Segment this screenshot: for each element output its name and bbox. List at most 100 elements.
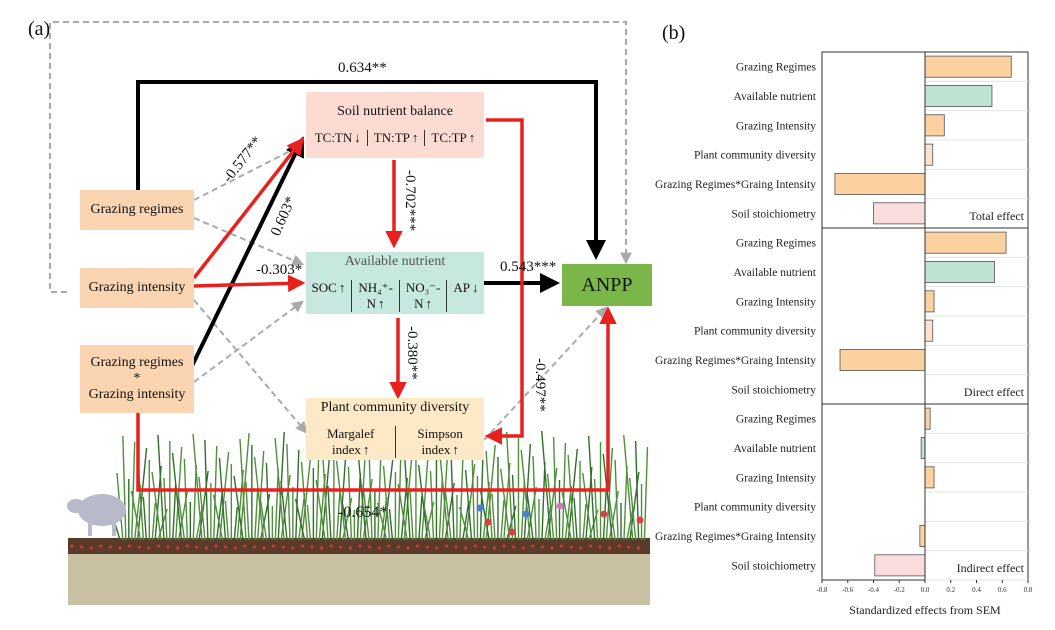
- effect-bar: [924, 290, 935, 313]
- coef-avail-anpp: 0.543***: [500, 259, 557, 275]
- category-label: Available nutrient: [734, 91, 817, 103]
- arrow-up-icon: ↑: [425, 296, 433, 311]
- category-label: Plant community diversity: [694, 326, 816, 338]
- interaction-line-3: Grazing intensity: [88, 387, 186, 403]
- soil-nutrient-balance-box: Soil nutrient balance TC:TN↓TN:TP↑TC:TP↑: [306, 92, 484, 158]
- effect-bar: [839, 349, 926, 371]
- effect-bar: [924, 85, 993, 107]
- category-label: Grazing Intensity: [736, 472, 816, 484]
- indicator-label: SOC: [311, 280, 337, 295]
- category-label: Available nutrient: [734, 267, 817, 279]
- x-tick-label: -0.6: [842, 586, 854, 594]
- indicator-soil_balance-1: TN:TP↑: [368, 130, 426, 146]
- panel-b-label: (b): [662, 22, 686, 44]
- effect-bar: [919, 525, 926, 547]
- indicator-label: AP: [453, 280, 470, 295]
- effect-bar: [924, 319, 934, 342]
- indicator-label: Margalef index: [326, 426, 375, 457]
- category-label: Grazing Intensity: [736, 296, 816, 308]
- category-label: Soil stoichiometry: [731, 384, 816, 396]
- indicator-plant-1: Simpson index↑: [396, 426, 484, 458]
- interaction-box: Grazing regimes * Grazing intensity: [80, 345, 194, 413]
- soil-balance-title: Soil nutrient balance: [337, 104, 453, 119]
- grazing-intensity-box: Grazing intensity: [80, 268, 194, 308]
- effect-bar: [924, 466, 935, 489]
- grazing-regimes-box: Grazing regimes: [80, 190, 194, 230]
- category-label: Available nutrient: [734, 443, 817, 455]
- positive-paths: [136, 80, 606, 371]
- category-label: Plant community diversity: [694, 502, 816, 514]
- sheep-icon: [67, 494, 126, 536]
- arrow-down-icon: ↓: [354, 130, 361, 145]
- available-nutrient-items: SOC↑NH₄⁺-N↑NO₃⁻-N↑AP↓: [306, 280, 484, 312]
- arrow-down-icon: ↓: [471, 280, 479, 295]
- indicator-available-3: AP↓: [447, 280, 484, 312]
- indicator-plant-0: Margalef index↑: [306, 426, 397, 458]
- grazing-intensity-label: Grazing intensity: [88, 280, 186, 295]
- interaction-line-1: Grazing regimes: [90, 354, 184, 370]
- coef-int-anpp: -0.654*: [338, 504, 388, 521]
- category-label: Soil stoichiometry: [731, 208, 816, 220]
- indicator-soil_balance-0: TC:TN↓: [309, 130, 368, 146]
- x-tick-label: 0.2: [946, 586, 955, 594]
- interaction-line-2: *: [133, 370, 141, 386]
- category-label: Soil stoichiometry: [731, 560, 816, 572]
- effect-bar: [924, 261, 995, 283]
- arrow-up-icon: ↑: [468, 130, 476, 145]
- plant-diversity-items: Margalef index↑Simpson index↑: [306, 426, 484, 458]
- coef-avail-plant: -0.380**: [404, 326, 420, 380]
- arrow-up-icon: ↑: [452, 442, 459, 457]
- soil-balance-items: TC:TN↓TN:TP↑TC:TP↑: [306, 130, 484, 146]
- category-label: Grazing Regimes: [736, 238, 817, 250]
- category-label: Plant community diversity: [694, 150, 816, 162]
- category-label: Grazing Regimes*Graing Intensity: [655, 355, 816, 367]
- arrow-up-icon: ↑: [338, 280, 346, 295]
- effect-bar: [834, 173, 926, 195]
- coef-gi-avail: -0.303*: [256, 262, 303, 278]
- grazing-regimes-label: Grazing regimes: [90, 202, 184, 217]
- effect-panel-title: Total effect: [969, 209, 1024, 223]
- plant-diversity-title: Plant community diversity: [320, 400, 470, 415]
- indicator-label: Simpson index: [417, 426, 463, 457]
- arrow-up-icon: ↑: [362, 442, 370, 457]
- indicator-label: TN:TP: [373, 130, 410, 145]
- indicator-label: NO₃⁻-N: [405, 280, 441, 311]
- anpp-box: ANPP: [562, 264, 652, 306]
- x-tick-label: 0.0: [921, 586, 930, 594]
- effect-bar: [874, 554, 926, 577]
- effect-bar: [924, 407, 931, 430]
- negative-paths: [136, 118, 617, 492]
- coef-soil-avail: -0.702***: [402, 170, 418, 232]
- effect-bar: [924, 231, 1007, 254]
- x-tick-label: -0.8: [816, 586, 828, 594]
- category-label: Grazing Intensity: [736, 120, 816, 132]
- plant-diversity-box: Plant community diversity Margalef index…: [306, 398, 484, 460]
- category-label: Grazing Regimes: [736, 62, 817, 74]
- indicator-label: TC:TP: [431, 130, 467, 145]
- coef-soil-plant: -0.497**: [532, 358, 548, 412]
- indicator-soil_balance-2: TC:TP↑: [425, 130, 481, 146]
- indicator-available-1: NH₄⁺-N↑: [352, 280, 400, 312]
- indicator-label: TC:TN: [314, 130, 353, 145]
- effect-bar: [873, 202, 926, 225]
- arrow-up-icon: ↑: [378, 296, 385, 311]
- effect-panel-title: Indirect effect: [957, 561, 1025, 575]
- x-tick-label: 0.8: [1024, 586, 1033, 594]
- effect-panel-title: Direct effect: [964, 385, 1025, 399]
- ground-base: [68, 553, 650, 605]
- coef-gr-anpp: 0.634**: [338, 60, 387, 76]
- available-nutrient-box: Available nutrient SOC↑NH₄⁺-N↑NO₃⁻-N↑AP↓: [306, 252, 484, 314]
- x-tick-label: 0.6: [998, 586, 1007, 594]
- panel-a-label: (a): [28, 18, 51, 40]
- path-diagram: [49, 21, 650, 605]
- indicator-available-0: SOC↑: [306, 280, 353, 312]
- x-tick-label: -0.2: [894, 586, 906, 594]
- category-label: Grazing Regimes*Graing Intensity: [655, 531, 816, 543]
- effect-bar: [924, 143, 934, 166]
- category-label: Grazing Regimes: [736, 414, 817, 426]
